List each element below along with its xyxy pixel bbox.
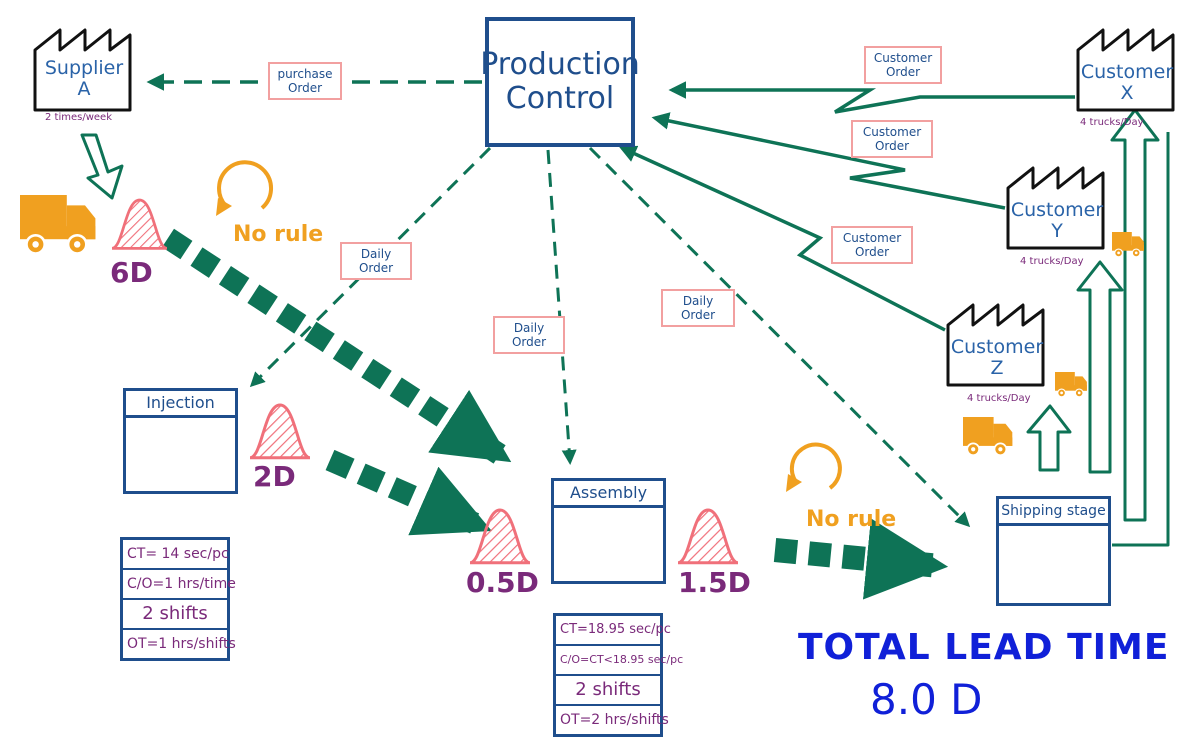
customer-x-label: Customer X bbox=[1080, 62, 1174, 104]
no-rule-cycle-icon-top bbox=[217, 160, 273, 210]
customer-order-line-y bbox=[651, 112, 1006, 210]
shipment-arrow-to-customer-x bbox=[1110, 108, 1170, 547]
no-rule-cycle-icon-bottom bbox=[789, 442, 842, 490]
shipment-arrow-to-customer-z bbox=[1026, 404, 1072, 472]
supplier-sub: A bbox=[77, 78, 91, 100]
injection-co: C/O=1 hrs/time bbox=[123, 570, 236, 600]
push-arrow-injection-to-assembly bbox=[325, 449, 492, 539]
customer-order-note-z: Customer Order bbox=[831, 226, 913, 264]
customer-order-line-x bbox=[668, 81, 1075, 114]
customer-y-name: Customer bbox=[1010, 199, 1104, 221]
production-control-box: Production Control bbox=[480, 17, 640, 147]
production-control-line2: Control bbox=[505, 81, 615, 116]
no-rule-arrowhead-top bbox=[216, 198, 232, 216]
shipping-process-box: Shipping stage bbox=[996, 496, 1111, 606]
assembly-data-box: CT=18.95 sec/pc C/O=CT<18.95 sec/pc 2 sh… bbox=[553, 613, 683, 737]
customer-order-note-y: Customer Order bbox=[851, 120, 933, 158]
injection-data-box: CT= 14 sec/pc C/O=1 hrs/time 2 shifts OT… bbox=[120, 537, 236, 661]
inventory-days-supplier: 6D bbox=[110, 256, 153, 289]
inventory-icon-injection bbox=[248, 403, 312, 460]
customer-z-name: Customer bbox=[950, 336, 1044, 358]
assembly-ot: OT=2 hrs/shifts bbox=[560, 712, 669, 728]
customer-y-frequency: 4 trucks/Day bbox=[1020, 256, 1084, 267]
inventory-icon-after-assembly bbox=[676, 508, 740, 565]
supplier-name: Supplier bbox=[44, 57, 124, 79]
assembly-ct: CT=18.95 sec/pc bbox=[556, 616, 671, 646]
customer-order-note-x: Customer Order bbox=[864, 46, 942, 84]
customer-y-label: Customer Y bbox=[1010, 200, 1104, 242]
injection-process-box: Injection bbox=[123, 388, 238, 494]
daily-order-line-assembly bbox=[546, 149, 577, 465]
daily-order-note-injection: Daily Order bbox=[340, 242, 412, 280]
assembly-shifts: 2 shifts bbox=[556, 676, 660, 706]
supplier-truck-icon bbox=[18, 193, 97, 255]
inventory-days-after-assembly: 1.5D bbox=[678, 566, 751, 599]
no-rule-label-bottom: No rule bbox=[806, 507, 897, 532]
total-lead-time-value: 8.0 D bbox=[870, 675, 983, 724]
shipping-truck-icon bbox=[962, 416, 1014, 457]
customer-order-line-z bbox=[618, 145, 946, 332]
supplier-frequency: 2 times/week bbox=[45, 112, 112, 123]
daily-order-note-assembly: Daily Order bbox=[493, 316, 565, 354]
customer-z-frequency: 4 trucks/Day bbox=[967, 393, 1031, 404]
shipment-arrow-to-customer-y bbox=[1076, 260, 1124, 474]
assembly-co: C/O=CT<18.95 sec/pc bbox=[556, 646, 683, 676]
injection-shifts: 2 shifts bbox=[123, 600, 227, 630]
production-control-line1: Production bbox=[480, 47, 640, 82]
supplier-shipment-arrow bbox=[80, 133, 124, 200]
injection-ot: OT=1 hrs/shifts bbox=[127, 636, 236, 652]
inventory-icon-before-assembly bbox=[468, 508, 532, 565]
supplier-label: Supplier A bbox=[38, 58, 130, 100]
shipping-process-title: Shipping stage bbox=[999, 499, 1108, 526]
assembly-process-title: Assembly bbox=[554, 481, 663, 508]
push-arrow-assembly-to-shipping bbox=[773, 518, 949, 600]
customer-z-sub: Z bbox=[990, 357, 1004, 379]
assembly-process-box: Assembly bbox=[551, 478, 666, 584]
customer-z-label: Customer Z bbox=[950, 337, 1044, 379]
total-lead-time-label: TOTAL LEAD TIME bbox=[798, 627, 1170, 668]
customer-z-truck-icon bbox=[1054, 371, 1088, 398]
injection-ct: CT= 14 sec/pc bbox=[123, 540, 229, 570]
customer-x-name: Customer bbox=[1080, 61, 1174, 83]
no-rule-label-top: No rule bbox=[233, 222, 324, 247]
customer-x-sub: X bbox=[1120, 82, 1134, 104]
purchase-order-note: purchase Order bbox=[268, 62, 342, 100]
inventory-icon-supplier bbox=[110, 198, 169, 250]
daily-order-line-shipping bbox=[588, 146, 971, 528]
inventory-days-before-assembly: 0.5D bbox=[466, 566, 539, 599]
no-rule-arrowhead-bottom bbox=[786, 474, 802, 492]
customer-x-frequency: 4 trucks/Day bbox=[1080, 117, 1144, 128]
daily-order-note-shipping: Daily Order bbox=[661, 289, 735, 327]
injection-process-title: Injection bbox=[126, 391, 235, 418]
inventory-days-injection: 2D bbox=[253, 460, 296, 493]
customer-y-sub: Y bbox=[1051, 220, 1063, 242]
